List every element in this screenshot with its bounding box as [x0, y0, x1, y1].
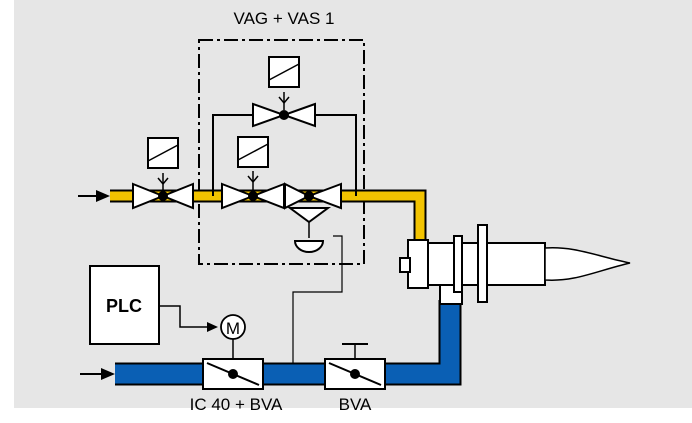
plc-signal-arrow	[159, 305, 218, 332]
diaphragm	[293, 240, 325, 253]
arrow-right-icon	[80, 368, 115, 380]
solenoid-coil-icon	[147, 137, 179, 169]
burner	[399, 224, 631, 305]
butterfly-valve-icon	[202, 358, 264, 390]
butterfly-valve-icon	[324, 358, 386, 390]
bva-butterfly-valve	[324, 343, 386, 390]
arrow-right-icon	[78, 190, 110, 202]
solenoid-coil-icon	[268, 56, 300, 88]
motor-symbol: M	[226, 319, 240, 338]
plc-label: PLC	[106, 296, 142, 316]
vag-ratio-valve	[284, 182, 342, 253]
vas-solenoid-valve	[221, 136, 285, 210]
valve-group-boundary	[198, 39, 365, 265]
air-valve-label: BVA	[339, 395, 372, 414]
air-actuator-label: IC 40 + BVA	[190, 395, 283, 414]
motor-icon: M	[220, 314, 246, 340]
burner-flame-icon	[544, 246, 631, 281]
impulse-line	[292, 235, 343, 372]
inlet-solenoid-valve	[132, 137, 194, 210]
plc-controller: PLC	[89, 265, 160, 345]
solenoid-coil-icon	[237, 136, 269, 168]
bypass-solenoid-valve	[252, 56, 316, 128]
diagram-background	[14, 0, 692, 408]
valve-group-title: VAG + VAS 1	[234, 9, 335, 28]
